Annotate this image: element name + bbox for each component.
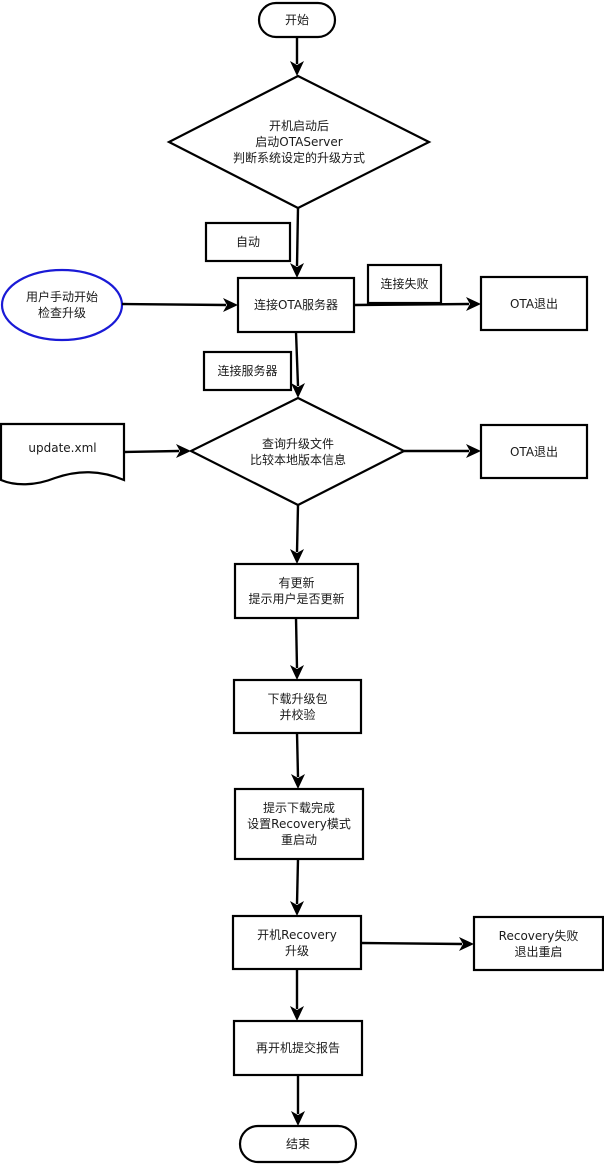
- edge-query-to-exit2: [404, 444, 481, 458]
- edge-start-to-boot: [290, 37, 304, 76]
- query-decision-diamond: [188, 396, 407, 507]
- auto-label-box: [204, 221, 292, 263]
- arrow-head: [290, 549, 304, 564]
- connect-fail-label-box: [366, 263, 443, 305]
- arrow-head: [290, 901, 304, 916]
- arrow-head: [291, 774, 305, 789]
- arrow-head: [291, 383, 305, 398]
- edge-recovery-to-report: [290, 969, 304, 1021]
- edge-recovery-to-fail: [360, 937, 474, 951]
- update-xml-document: [0, 422, 126, 486]
- edge-query-to-has-update: [290, 504, 304, 564]
- edge-manual-to-connect: [121, 298, 238, 312]
- start-terminator: [257, 1, 337, 39]
- arrow-head: [466, 297, 481, 311]
- end-terminator: [238, 1124, 358, 1164]
- recovery-upgrade-box: [231, 914, 363, 971]
- recovery-fail-box: [472, 915, 604, 972]
- download-box: [232, 678, 363, 735]
- connect-server-label-box: [202, 350, 293, 392]
- boot-decision-diamond: [166, 74, 432, 210]
- arrow-head: [290, 1006, 304, 1021]
- manual-start-ellipse: [0, 268, 124, 342]
- report-box: [232, 1019, 364, 1077]
- edge-report-to-end: [291, 1075, 305, 1126]
- has-update-box: [233, 562, 360, 620]
- arrow-head: [176, 444, 191, 458]
- edge-download-to-done: [291, 732, 305, 789]
- arrow-head: [466, 444, 481, 458]
- ota-exit-2-box: [479, 423, 589, 480]
- edge-connect-to-query: [291, 331, 305, 398]
- arrow-head: [459, 937, 474, 951]
- edge-boot-to-connect: [290, 207, 304, 278]
- download-done-box: [233, 787, 365, 861]
- arrow-head: [290, 263, 304, 278]
- arrow-head: [291, 1111, 305, 1126]
- edge-done-to-recovery: [290, 858, 304, 916]
- arrow-head: [223, 298, 238, 312]
- connect-ota-box: [236, 276, 356, 334]
- arrow-head: [290, 665, 304, 680]
- edge-has-update-to-download: [290, 617, 304, 680]
- arrow-head: [290, 61, 304, 76]
- ota-exit-1-box: [479, 275, 589, 332]
- edge-connect-to-exit1: [353, 297, 481, 311]
- edge-xml-to-query: [123, 444, 191, 458]
